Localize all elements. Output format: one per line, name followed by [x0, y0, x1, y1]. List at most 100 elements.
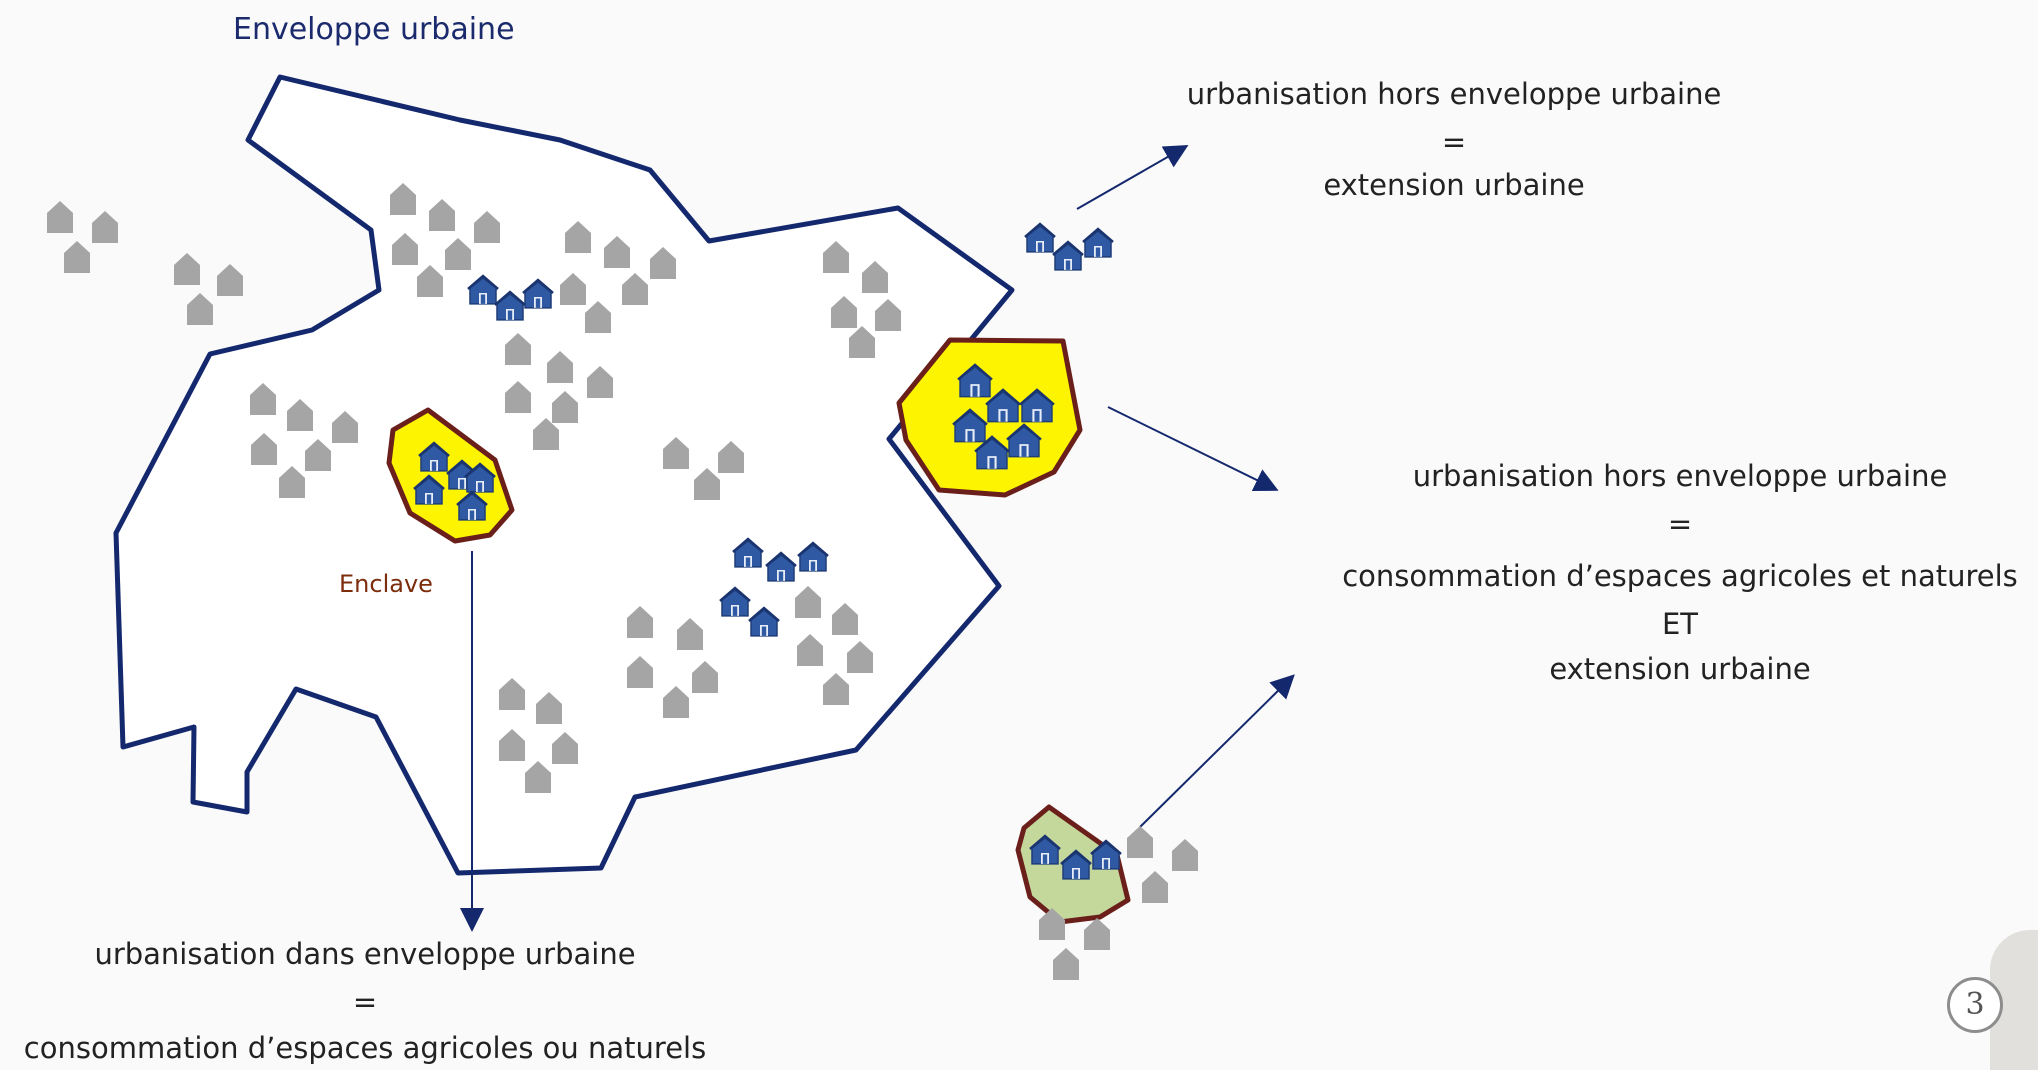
note-right-line4: ET — [1661, 607, 1699, 641]
house-grey-icon — [663, 437, 689, 469]
house-grey-icon — [547, 351, 573, 383]
house-blue-icon — [1006, 423, 1042, 458]
house-grey-icon — [474, 211, 500, 243]
house-grey-icon — [694, 468, 720, 500]
house-grey-icon — [499, 729, 525, 761]
house-grey-icon — [832, 603, 858, 635]
house-grey-icon — [92, 211, 118, 243]
house-blue-icon — [719, 586, 751, 617]
house-grey-icon — [1039, 908, 1065, 940]
house-grey-icon — [279, 466, 305, 498]
house-blue-icon — [748, 606, 780, 637]
house-grey-icon — [429, 199, 455, 231]
house-grey-icon — [847, 641, 873, 673]
house-grey-icon — [849, 326, 875, 358]
house-grey-icon — [1084, 918, 1110, 950]
house-grey-icon — [604, 236, 630, 268]
house-blue-icon — [957, 363, 993, 398]
house-grey-icon — [627, 606, 653, 638]
house-blue-icon — [732, 537, 764, 568]
house-blue-icon — [456, 490, 488, 521]
house-blue-icon — [1082, 227, 1114, 258]
house-grey-icon — [552, 391, 578, 423]
note-bottom-line3: consommation d’espaces agricoles ou natu… — [23, 1031, 707, 1065]
house-grey-icon — [1127, 826, 1153, 858]
house-grey-icon — [64, 241, 90, 273]
house-grey-icon — [505, 333, 531, 365]
note-top-line3: extension urbaine — [1323, 168, 1585, 202]
house-grey-icon — [677, 618, 703, 650]
house-blue-icon — [464, 462, 496, 493]
house-grey-icon — [417, 265, 443, 297]
house-grey-icon — [187, 293, 213, 325]
house-grey-icon — [823, 241, 849, 273]
note-right-line5: extension urbaine — [1549, 652, 1811, 686]
house-blue-icon — [1024, 222, 1056, 253]
house-grey-icon — [332, 411, 358, 443]
house-blue-icon — [797, 541, 829, 572]
arrow-to-right-note — [1107, 406, 1279, 491]
arrow-to-top-note — [1076, 145, 1189, 210]
house-grey-icon — [533, 418, 559, 450]
house-grey-icon — [692, 661, 718, 693]
house-grey-icon — [622, 273, 648, 305]
house-grey-icon — [251, 433, 277, 465]
house-grey-icon — [305, 439, 331, 471]
note-bottom-line1: urbanisation dans enveloppe urbaine — [94, 937, 636, 971]
house-grey-icon — [525, 761, 551, 793]
house-blue-icon — [1060, 849, 1092, 880]
note-bottom-line2: = — [352, 985, 378, 1019]
house-grey-icon — [1172, 839, 1198, 871]
house-grey-icon — [831, 296, 857, 328]
house-blue-icon — [1052, 240, 1084, 271]
house-grey-icon — [560, 273, 586, 305]
note-right-line1: urbanisation hors enveloppe urbaine — [1412, 459, 1948, 493]
urban-envelope-outline — [113, 74, 1015, 876]
house-grey-icon — [795, 586, 821, 618]
note-top-line1: urbanisation hors enveloppe urbaine — [1186, 77, 1722, 111]
house-grey-icon — [587, 366, 613, 398]
house-grey-icon — [663, 686, 689, 718]
house-grey-icon — [718, 441, 744, 473]
house-grey-icon — [823, 673, 849, 705]
note-right-line2: = — [1667, 507, 1693, 541]
note-top-line2: = — [1441, 125, 1467, 159]
house-blue-icon — [1029, 834, 1061, 865]
house-blue-icon — [413, 474, 445, 505]
house-grey-icon — [875, 299, 901, 331]
house-grey-icon — [1053, 948, 1079, 980]
diagram-title: Enveloppe urbaine — [233, 12, 515, 47]
house-grey-icon — [174, 253, 200, 285]
house-blue-icon — [952, 408, 988, 443]
house-blue-icon — [418, 441, 450, 472]
house-grey-icon — [585, 301, 611, 333]
house-grey-icon — [565, 221, 591, 253]
house-grey-icon — [499, 678, 525, 710]
house-blue-icon — [974, 435, 1010, 470]
arrow-green-to-right-note — [1139, 674, 1295, 828]
house-grey-icon — [505, 381, 531, 413]
enclave-label: Enclave — [339, 570, 433, 598]
house-grey-icon — [390, 183, 416, 215]
house-grey-icon — [650, 247, 676, 279]
house-grey-icon — [627, 656, 653, 688]
house-blue-icon — [765, 551, 797, 582]
house-grey-icon — [250, 383, 276, 415]
house-blue-icon — [522, 278, 554, 309]
house-blue-icon — [494, 290, 526, 321]
house-grey-icon — [536, 692, 562, 724]
house-grey-icon — [797, 634, 823, 666]
house-grey-icon — [47, 201, 73, 233]
house-blue-icon — [467, 274, 499, 305]
existing-houses — [47, 183, 1198, 980]
house-blue-icon — [985, 388, 1021, 423]
note-right-line3: consommation d’espaces agricoles et natu… — [1342, 559, 2018, 593]
house-grey-icon — [217, 264, 243, 296]
house-grey-icon — [552, 732, 578, 764]
house-grey-icon — [445, 238, 471, 270]
house-blue-icon — [1019, 388, 1055, 423]
house-grey-icon — [862, 261, 888, 293]
house-blue-icon — [1090, 839, 1122, 870]
